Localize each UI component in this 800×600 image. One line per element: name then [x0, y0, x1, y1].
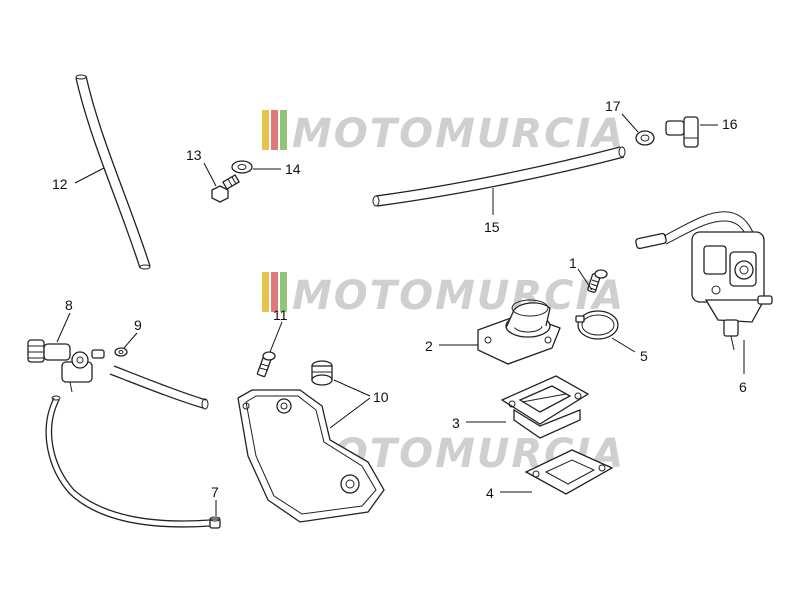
part-3-reed-valve [500, 375, 590, 439]
part-2-intake-manifold [477, 299, 561, 365]
callout-6: 6 [739, 379, 747, 395]
part-15-hose [372, 146, 626, 207]
part-4-gasket [524, 449, 614, 495]
callout-9: 9 [134, 317, 142, 333]
callout-15: 15 [484, 219, 500, 235]
watermark-text: MOTOMURCIA [292, 111, 625, 157]
part-10-plug [311, 360, 333, 386]
part-11-screw [256, 351, 276, 378]
callout-13: 13 [186, 147, 202, 163]
callout-16: 16 [722, 116, 738, 132]
fuel-hose-long [45, 395, 211, 528]
part-14-washer [231, 160, 253, 174]
callout-2: 2 [425, 338, 433, 354]
callout-7: 7 [211, 484, 219, 500]
part-13-bolt [211, 174, 240, 203]
part-16-elbow [665, 116, 699, 148]
callout-14: 14 [285, 161, 301, 177]
callout-5: 5 [640, 348, 648, 364]
part-8-fuel-tap [27, 339, 105, 393]
part-17-clip [635, 130, 655, 146]
watermark-text: MOTOMURCIA [292, 273, 625, 319]
part-6-carburetor [635, 211, 773, 351]
callout-11: 11 [273, 307, 288, 323]
callout-3: 3 [452, 415, 460, 431]
callout-10: 10 [373, 389, 389, 405]
watermark-top: MOTOMURCIA [262, 110, 625, 157]
callout-12: 12 [52, 176, 68, 192]
part-12-hose [75, 74, 151, 270]
fuel-hose-short [109, 365, 209, 410]
callout-1: 1 [569, 255, 577, 271]
part-9-clip [114, 347, 128, 357]
callout-4: 4 [486, 485, 494, 501]
part-10-cover [237, 389, 385, 523]
part-5-clamp [575, 310, 619, 340]
watermark-middle: MOTOMURCIA [262, 272, 625, 319]
part-7-fitting [209, 516, 221, 529]
callout-17: 17 [605, 98, 621, 114]
callout-8: 8 [65, 297, 73, 313]
